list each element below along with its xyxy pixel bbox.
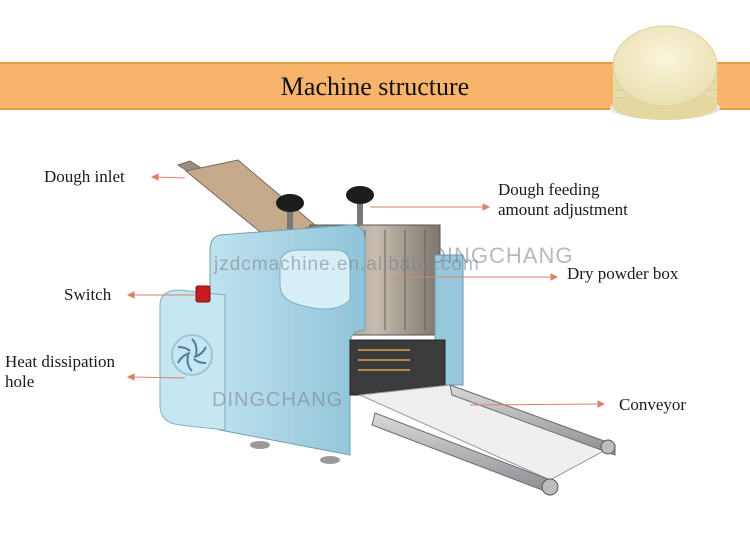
- watermark-brand-bottom: DINGCHANG: [212, 389, 344, 411]
- label-switch: Switch: [64, 285, 112, 304]
- watermark-site: jzdcmachine.en.alibaba.com: [214, 254, 480, 275]
- label-dough-inlet: Dough inlet: [44, 167, 125, 186]
- label-dough-feeding: Dough feeding amount adjustment: [498, 180, 628, 220]
- label-heat-dissipation-line1: Heat dissipation: [5, 352, 116, 371]
- dumpling-wrapper-image: [610, 25, 720, 120]
- label-dough-feeding-line1: Dough feeding: [498, 180, 600, 199]
- label-dry-powder-box: Dry powder box: [567, 264, 679, 283]
- label-heat-dissipation-line2: hole: [5, 372, 35, 391]
- arrow-conveyor: [469, 403, 601, 406]
- arrow-heat-dissipation: [131, 376, 186, 379]
- watermark-brand-top: DINGCHANG: [430, 243, 574, 268]
- page-title: Machine structure: [280, 72, 470, 101]
- label-heat-dissipation: Heat dissipation hole: [5, 352, 115, 392]
- label-conveyor: Conveyor: [619, 395, 687, 414]
- arrow-dough-inlet: [154, 176, 186, 179]
- dumpling-machine-image: [159, 159, 617, 496]
- label-dough-feeding-line2: amount adjustment: [498, 200, 628, 219]
